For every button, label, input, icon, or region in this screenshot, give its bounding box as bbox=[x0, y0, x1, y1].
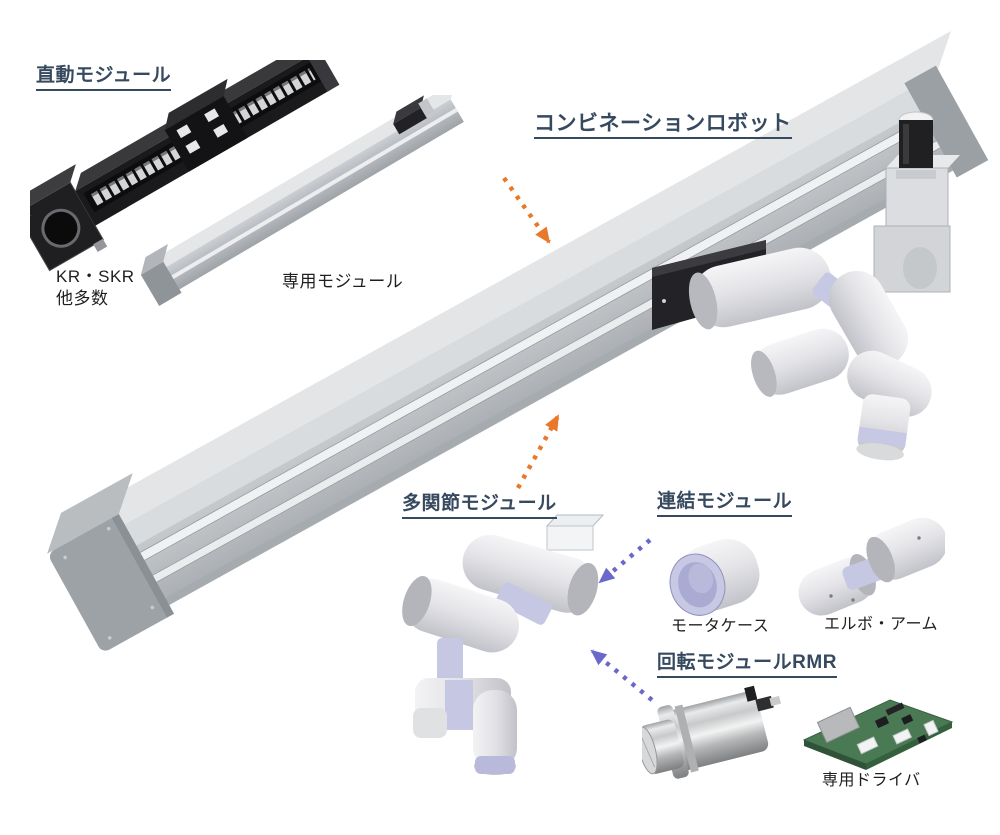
beam-motor-assembly bbox=[873, 111, 960, 293]
dedicated-module-illustration bbox=[140, 95, 464, 306]
linear-module-kr-illustration bbox=[30, 60, 340, 272]
beam-robot-arm bbox=[688, 247, 932, 461]
caption-kr-skr: KR・SKR 他多数 bbox=[56, 266, 135, 310]
motor-case-illustration bbox=[669, 538, 760, 616]
caption-kr-skr-line1: KR・SKR bbox=[56, 267, 135, 286]
caption-dedicated-driver: 専用ドライバ bbox=[822, 772, 921, 789]
heading-rotation-module[interactable]: 回転モジュールRMR bbox=[657, 652, 837, 678]
caption-motor-case: モータケース bbox=[671, 618, 770, 635]
heading-linear-module[interactable]: 直動モジュール bbox=[36, 65, 172, 91]
heading-link-module[interactable]: 連結モジュール bbox=[657, 491, 793, 517]
heading-combination-robot[interactable]: コンビネーションロボット bbox=[534, 112, 792, 140]
dedicated-driver-illustration bbox=[802, 699, 954, 770]
heading-articulated-module[interactable]: 多関節モジュール bbox=[402, 493, 557, 519]
caption-dedicated-module: 専用モジュール bbox=[282, 272, 404, 291]
elbow-arm-illustration bbox=[798, 517, 945, 616]
articulated-module-illustration bbox=[402, 514, 605, 775]
caption-kr-skr-line2: 他多数 bbox=[56, 289, 109, 309]
rotation-module-illustration bbox=[642, 685, 782, 779]
caption-elbow-arm: エルボ・アーム bbox=[824, 616, 939, 633]
